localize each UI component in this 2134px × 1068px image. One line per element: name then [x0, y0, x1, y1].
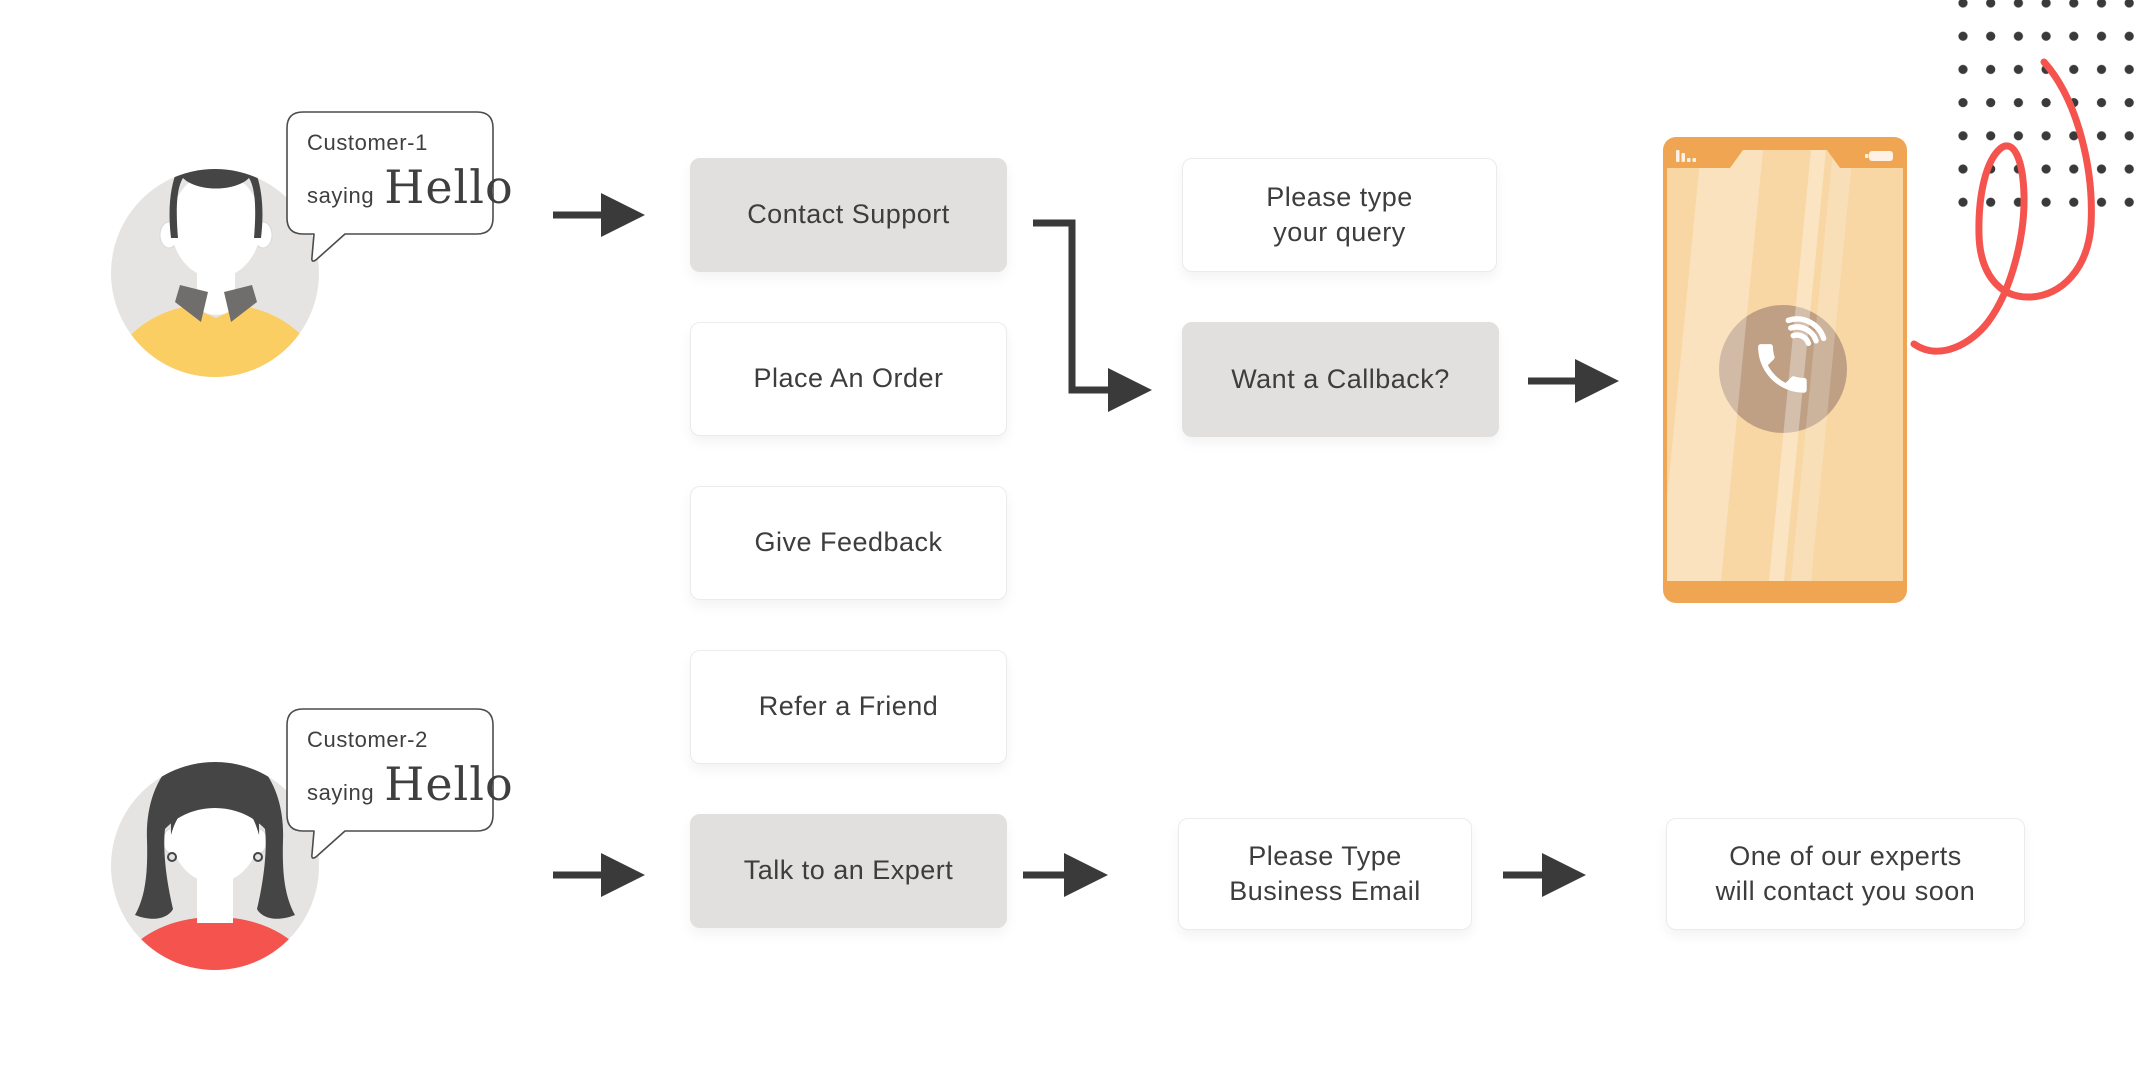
- collar-left: [175, 285, 208, 322]
- box-label-line: your query: [1273, 217, 1406, 247]
- customer1-speech-bubble: [286, 111, 494, 262]
- arrow-customer1-to-contact-support: [553, 193, 645, 237]
- customer2-avatar: [111, 762, 319, 970]
- arrow-business-email-to-experts: [1503, 853, 1586, 897]
- saying-label: saying: [307, 780, 375, 805]
- box-label-line: Place An Order: [753, 363, 944, 394]
- screen-glare: [1667, 150, 1853, 581]
- greeting-text: Hello: [384, 160, 514, 214]
- box-label-line: will contact you soon: [1715, 876, 1976, 906]
- arrow-customer2-to-talk-expert: [553, 853, 645, 897]
- box-label-line: Please type: [1266, 181, 1413, 212]
- result-experts-contact: One of our experts will contact you soon: [1666, 818, 2025, 930]
- phone-illustration: [1663, 137, 1907, 603]
- option-contact-support[interactable]: Contact Support: [690, 158, 1007, 272]
- customer-label: Customer-2: [307, 727, 428, 752]
- hair: [135, 762, 295, 919]
- option-refer-friend[interactable]: Refer a Friend: [690, 650, 1007, 764]
- earring-left: [167, 852, 177, 862]
- customer1-bubble-text: Customer-1 saying Hello: [307, 130, 513, 214]
- greeting-text: Hello: [384, 757, 514, 811]
- box-label-line: Business Email: [1229, 876, 1421, 906]
- prompt-type-query: Please type your query: [1182, 158, 1497, 272]
- box-label-line: Contact Support: [747, 199, 950, 230]
- earring-right: [253, 852, 263, 862]
- prompt-business-email: Please Type Business Email: [1178, 818, 1472, 930]
- option-talk-expert[interactable]: Talk to an Expert: [690, 814, 1007, 928]
- arrow-want-callback-to-phone: [1528, 359, 1619, 403]
- phone-notch: [1730, 150, 1840, 168]
- box-label-line: Refer a Friend: [758, 691, 939, 722]
- hair-fringe: [170, 763, 260, 835]
- option-give-feedback[interactable]: Give Feedback: [690, 486, 1007, 600]
- option-place-order[interactable]: Place An Order: [690, 322, 1007, 436]
- collar-right: [224, 285, 257, 322]
- arrow-talk-expert-to-business-email: [1023, 853, 1108, 897]
- box-label-line: One of our experts: [1729, 840, 1962, 871]
- saying-label: saying: [307, 183, 375, 208]
- arrow-contact-support-to-want-callback: [1033, 219, 1152, 412]
- customer2-bubble-text: Customer-2 saying Hello: [307, 727, 513, 811]
- customer1-avatar: [111, 169, 319, 377]
- box-label-line: Talk to an Expert: [743, 855, 954, 886]
- box-label-line: Want a Callback?: [1231, 363, 1450, 394]
- customer-label: Customer-1: [307, 130, 428, 155]
- signal-bars-icon: [1676, 150, 1696, 162]
- customer2-speech-bubble: [286, 708, 494, 859]
- box-label-line: Please Type: [1248, 840, 1402, 871]
- prompt-want-callback[interactable]: Want a Callback?: [1182, 322, 1499, 437]
- battery-icon: [1865, 151, 1893, 161]
- face: [171, 172, 261, 278]
- dot-grid-decoration: [1948, 0, 2134, 208]
- phone-call-icon: [1758, 316, 1827, 393]
- red-squiggle-decoration: [1910, 58, 2095, 355]
- box-label-line: Give Feedback: [754, 527, 943, 558]
